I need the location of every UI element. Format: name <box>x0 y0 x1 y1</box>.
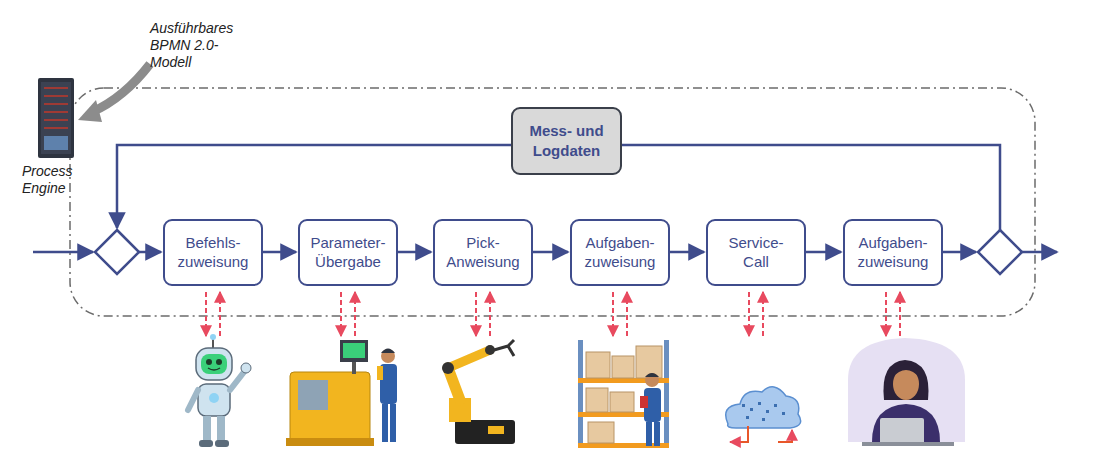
box-text: Aufgaben- zuweisung <box>851 233 935 271</box>
model-arrowhead <box>78 100 102 122</box>
interaction-arrows <box>206 292 900 336</box>
box-text: Parameter- Übergabe <box>306 233 390 271</box>
machine-illustration <box>286 340 397 446</box>
process-box: Pick- Anweisung <box>433 219 533 286</box>
process-box: Parameter- Übergabe <box>298 219 398 286</box>
engine-label: Process Engine <box>22 163 88 197</box>
flow-connector <box>263 251 296 254</box>
server-icon <box>38 78 74 158</box>
box-text: Pick- Anweisung <box>441 233 525 271</box>
process-box: Service- Call <box>706 219 806 286</box>
process-boundary <box>70 88 1035 316</box>
warehouse-illustration <box>578 340 669 448</box>
cloud-illustration <box>726 387 801 442</box>
flow-connector <box>398 251 431 254</box>
process-box: Aufgaben- zuweisung <box>843 219 943 286</box>
process-box: Befehls- zuweisung <box>163 219 263 286</box>
box-text: Befehls- zuweisung <box>171 233 255 271</box>
box-text: Aufgaben- zuweisung <box>578 233 662 271</box>
flow-connector <box>670 251 704 254</box>
flow-connector <box>806 251 841 254</box>
process-box: Aufgaben- zuweisung <box>570 219 670 286</box>
robot-illustration <box>188 334 251 447</box>
box-text: Mess- und Logdaten <box>521 121 612 161</box>
model-label: Ausführbares BPMN 2.0- Modell <box>150 20 250 71</box>
box-text: Service- Call <box>714 233 798 271</box>
office-worker-illustration <box>848 338 965 446</box>
robot-arm-illustration <box>442 340 515 444</box>
data-box: Mess- und Logdaten <box>511 107 622 175</box>
model-arrow <box>92 64 150 112</box>
flow-connector <box>533 251 568 254</box>
